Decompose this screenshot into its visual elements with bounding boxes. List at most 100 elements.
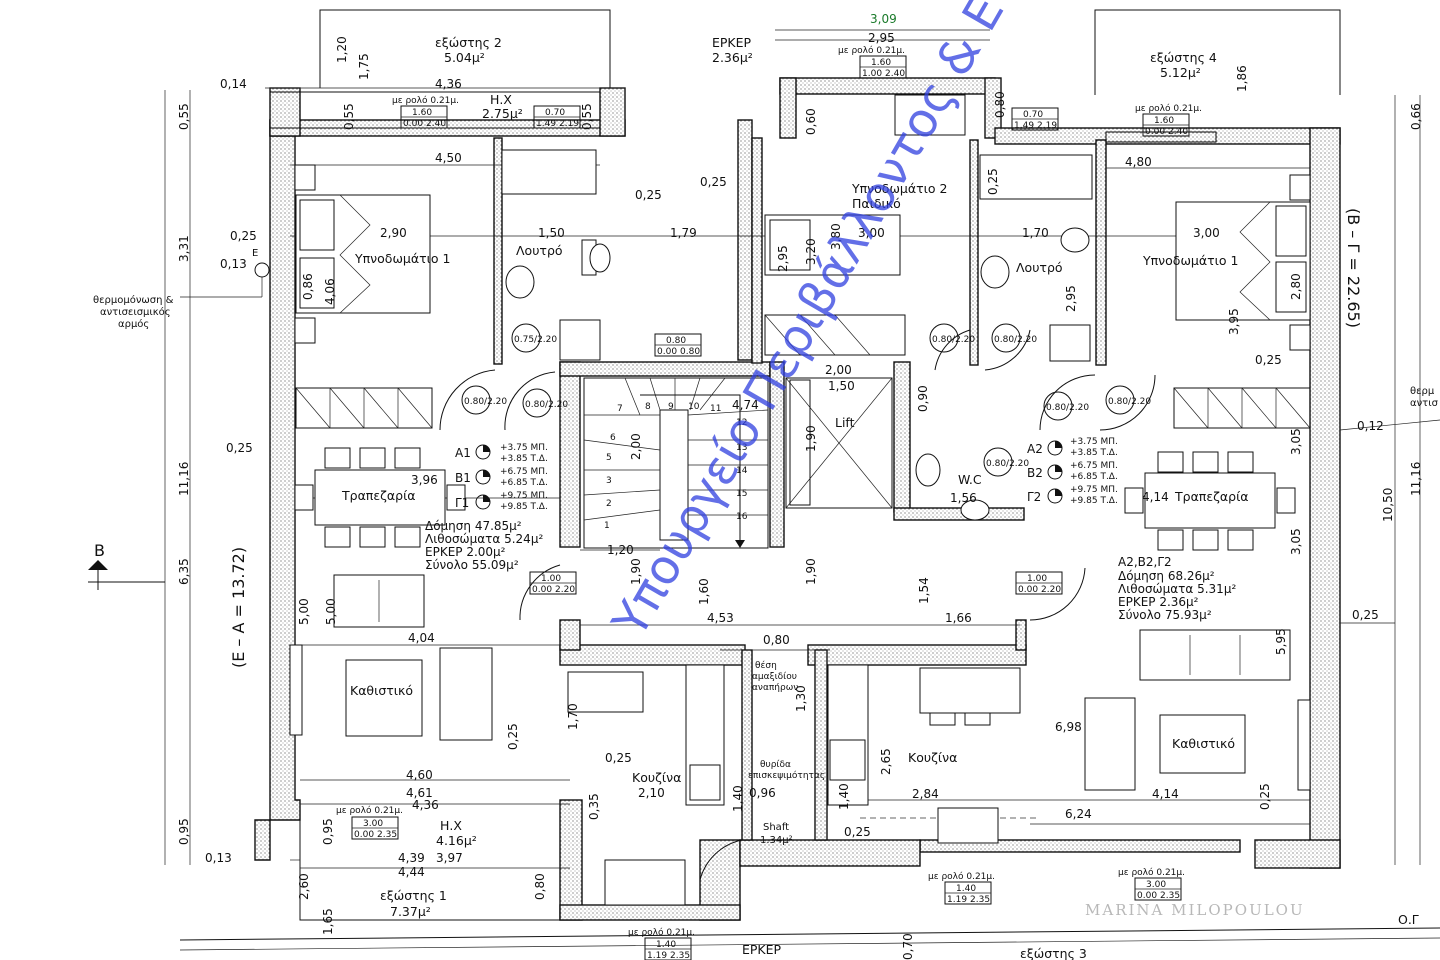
dim-3-97: 3,97 (436, 851, 463, 865)
dim-0-13-top: 0,13 (220, 257, 247, 271)
vertical-dimension-labels: 0,55 3,31 11,16 6,35 0,95 0,66 10,50 11,… (177, 36, 1423, 960)
apt-left-level-1b: +3.85 Τ.Δ. (500, 454, 548, 464)
balcony4-area: 5.12μ² (1160, 65, 1201, 80)
window-tag-7-sill: 0.00 (532, 585, 552, 595)
erker-bottom-name: ΕΡΚΕΡ (742, 942, 782, 957)
kitchen-right-label: Κουζίνα (908, 750, 957, 765)
window-tag-9-width: 3.00 (363, 819, 383, 829)
roller-note-7: με ρολό 0.21μ. (928, 871, 995, 882)
insulation-note-line2: αντισεισμικός (100, 306, 171, 318)
dim-3-31: 3,31 (177, 235, 191, 262)
bath-right-label: Λουτρό (1016, 260, 1063, 275)
door-tag-6: 0.80/2.20 (1046, 403, 1089, 413)
lift-label: Lift (835, 415, 855, 430)
dim-0-25-dining: 0,25 (226, 441, 253, 455)
dim-0-12: 0,12 (1357, 419, 1384, 433)
dim-1-60: 1,60 (697, 578, 711, 605)
stair-15: 15 (736, 489, 747, 499)
wc-label: W.C (958, 472, 982, 487)
dim-4-14-bottom: 4,14 (1152, 787, 1179, 801)
dim-11-16-right: 11,16 (1409, 462, 1423, 496)
living-left-label: Καθιστικό (350, 683, 413, 698)
bath-left-label: Λουτρό (516, 243, 563, 258)
dim-6-24: 6,24 (1065, 807, 1092, 821)
dim-0-55: 0,55 (177, 103, 191, 130)
wardrobes (295, 314, 1311, 429)
apt-left-summary-4: Σύνολο 55.09μ² (425, 558, 519, 572)
dim-1-65: 1,65 (321, 908, 335, 935)
apt-right-level-1b: +3.85 Τ.Δ. (1070, 448, 1118, 458)
erker-top-name: ΕΡΚΕΡ (712, 35, 752, 50)
bathroom-fixtures (501, 94, 1093, 521)
dim-1-50: 1,50 (538, 226, 565, 240)
shaft-area: 1.34μ² (760, 835, 793, 846)
dining-tables (294, 447, 1296, 551)
window-tag-3-head: 2.40 (885, 69, 905, 79)
hx-bottom-area: 4.16μ² (436, 833, 477, 848)
interior-walls (493, 137, 1107, 841)
stair-12: 12 (736, 418, 747, 428)
window-tags: 1.60 0.00 2.40 0.70 1.49 2.19 1.60 1.00 … (354, 58, 1188, 960)
dim-5-95: 5,95 (1274, 628, 1288, 655)
roller-note-6: με ρολό 0.21μ. (1118, 867, 1185, 878)
dim-1-56: 1,56 (950, 491, 977, 505)
apt-left-summary-1: Δόμηση 47.85μ² (425, 519, 522, 533)
window-tag-8-width: 1.00 (1027, 574, 1047, 584)
apt-right-level-3b: +9.85 Τ.Δ. (1070, 496, 1118, 506)
window-tag-9-sill: 0.00 (354, 830, 374, 840)
stair-11: 11 (710, 404, 721, 414)
bedroom1-left-label: Υπνοδωμάτιο 1 (354, 251, 450, 266)
window-tag-6-width: 0.80 (666, 336, 686, 346)
window-tag-10-width: 1.40 (656, 940, 676, 950)
bedroom2-sublabel: Παιδικό (852, 196, 901, 211)
bedroom1-right-label: Υπνοδωμάτιο 1 (1142, 253, 1238, 268)
window-tag-10-sill: 1.19 (647, 951, 667, 960)
dim-2-00-stair: 2,00 (629, 433, 643, 460)
dim-1-90-c: 1,90 (804, 425, 818, 452)
mech-space-line1: θέση (755, 660, 777, 671)
door-tag-4: 0.80/2.20 (932, 335, 975, 345)
window-tag-1-width: 1.60 (412, 108, 432, 118)
dining-left-label: Τραπεζαρία (341, 488, 416, 503)
dim-0-13-bottom: 0,13 (205, 851, 232, 865)
insulation-note-line3: αρμός (118, 318, 149, 330)
dim-1-86: 1,86 (1235, 65, 1249, 92)
roller-note-5: με ρολό 0.21μ. (628, 927, 695, 938)
window-tag-12-head: 2.35 (970, 895, 990, 905)
kitchen-left-label: Κουζίνα (632, 770, 681, 785)
balcony2-name: εξώστης 2 (435, 35, 502, 50)
window-tag-6-sill: 0.00 (657, 347, 677, 357)
notes: θερμομόνωση & αντισεισμικός αρμός θερμ α… (93, 45, 1439, 938)
apt-right-level-2b: +6.85 Τ.Δ. (1070, 472, 1118, 482)
window-tag-1-sill: 0.00 (403, 119, 423, 129)
door-tag-1: 0.75/2.20 (514, 335, 557, 345)
dim-0-70: 0,70 (901, 933, 915, 960)
dim-1-79: 1,79 (670, 226, 697, 240)
bedroom2-label: Υπνοδωμάτιο 2 (851, 181, 947, 196)
stair-5: 5 (606, 453, 612, 463)
dim-2-95-bed: 2,95 (776, 245, 790, 272)
roller-note-3: με ρολό 0.21μ. (1135, 103, 1202, 114)
section-right-label: (Β – Γ = 22.65) (1344, 208, 1363, 328)
dim-0-25-v3: 0,25 (1258, 783, 1272, 810)
dim-2-00: 2,00 (825, 363, 852, 377)
beds (294, 164, 1311, 351)
e-mark: Ε (252, 248, 258, 259)
dim-6-35: 6,35 (177, 558, 191, 585)
balcony2-area: 5.04μ² (444, 50, 485, 65)
dim-3-05-b: 3,05 (1289, 428, 1303, 455)
dim-4-50: 4,50 (435, 151, 462, 165)
stair-8: 8 (645, 402, 651, 412)
watermark: Υπουργείο Περιβάλλοντος & Ενέργειας (601, 0, 1122, 647)
dim-0-25-v2: 0,25 (986, 168, 1000, 195)
window-tag-12-sill: 1.19 (947, 895, 967, 905)
apt-left-level-3a: +9.75 ΜΠ. (500, 491, 548, 501)
apt-left-code-3: Γ1 (455, 496, 469, 510)
dim-4-44: 4,44 (398, 865, 425, 879)
dim-4-14: 4,14 (1142, 490, 1169, 504)
dim-4-06: 4,06 (323, 278, 337, 305)
balcony3-name: εξώστης 3 (1020, 946, 1087, 960)
mech-space-line2: αμαξιδίου (752, 672, 797, 682)
balcony4-name: εξώστης 4 (1150, 50, 1217, 65)
